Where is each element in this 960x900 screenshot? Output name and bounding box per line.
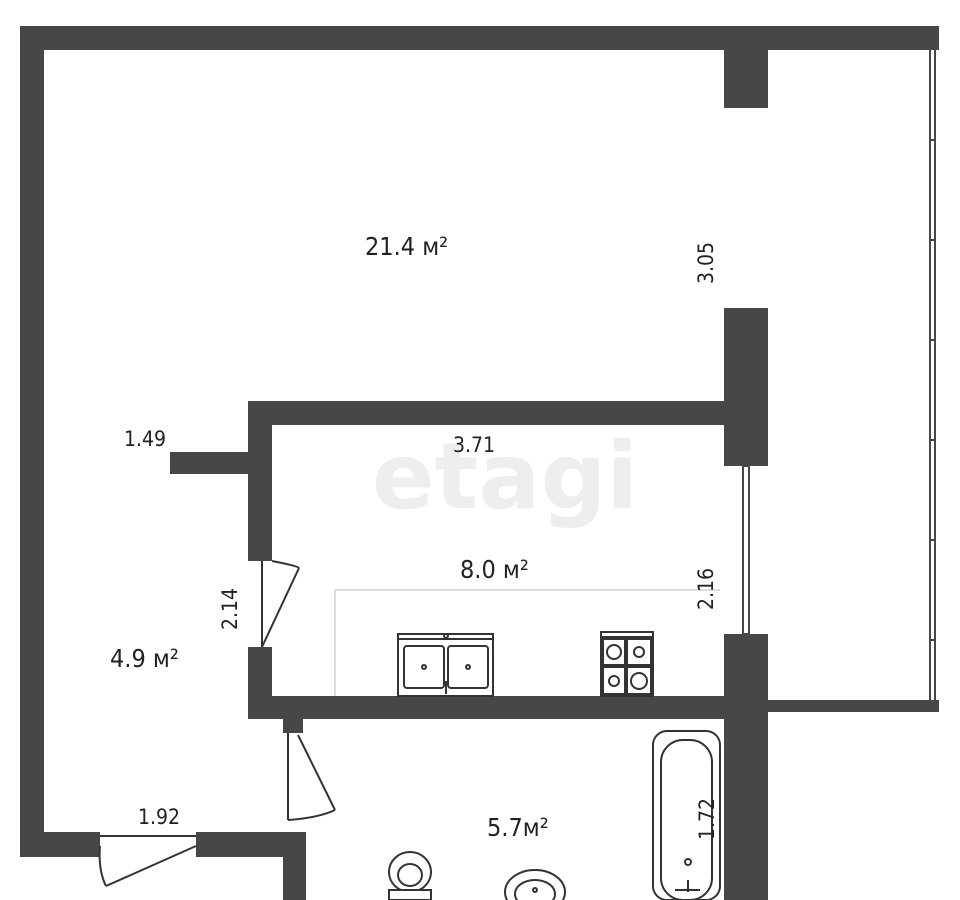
hall-area: 4.9 м² [110,644,179,673]
wall-kitchen-bottom [248,696,768,719]
bathroom-area: 5.7м² [487,813,549,842]
wall-kitchen-top [248,401,768,425]
kitchen-window [742,465,750,635]
wall-kitchen-right-upper [724,308,768,466]
wall-pier-upper [724,26,768,108]
washbasin-icon [504,869,566,900]
stove-icon [600,631,654,697]
dimension-hall-wall: 1.49 [124,427,166,451]
wall-bath-left [283,832,306,900]
doors[interactable] [98,560,336,887]
wall-bottom-left [20,832,100,857]
kitchen-door[interactable] [261,560,300,648]
living-room-area: 21.4 м² [365,232,448,261]
entrance-door[interactable] [98,835,197,887]
dimension-hall-door: 2.14 [218,588,242,630]
kitchen-area: 8.0 м² [460,555,529,584]
wall-balcony-bottom [768,700,939,712]
wall-balcony-top [768,26,939,50]
wall-stub-hall [170,452,272,474]
dimension-entrance: 1.92 [138,805,180,829]
double-sink-icon [397,633,494,697]
dimension-kitchen-width: 3.71 [453,433,495,457]
wall-kitchen-left-upper [248,401,272,561]
wall-bath-right [724,700,768,900]
balcony [929,48,936,702]
dimension-bath: 1.72 [695,798,719,840]
dimension-kitchen-height: 2.16 [694,568,718,610]
watermark-text: etagi [372,423,638,530]
bathtub-icon [652,730,721,900]
dimension-living-wall: 3.05 [694,242,718,284]
kitchen-counter [334,589,720,696]
walls [20,26,939,900]
toilet-icon [388,851,432,900]
bathroom-door[interactable] [287,733,336,821]
wall-outer-left [20,26,44,857]
wall-bath-column [283,719,303,733]
